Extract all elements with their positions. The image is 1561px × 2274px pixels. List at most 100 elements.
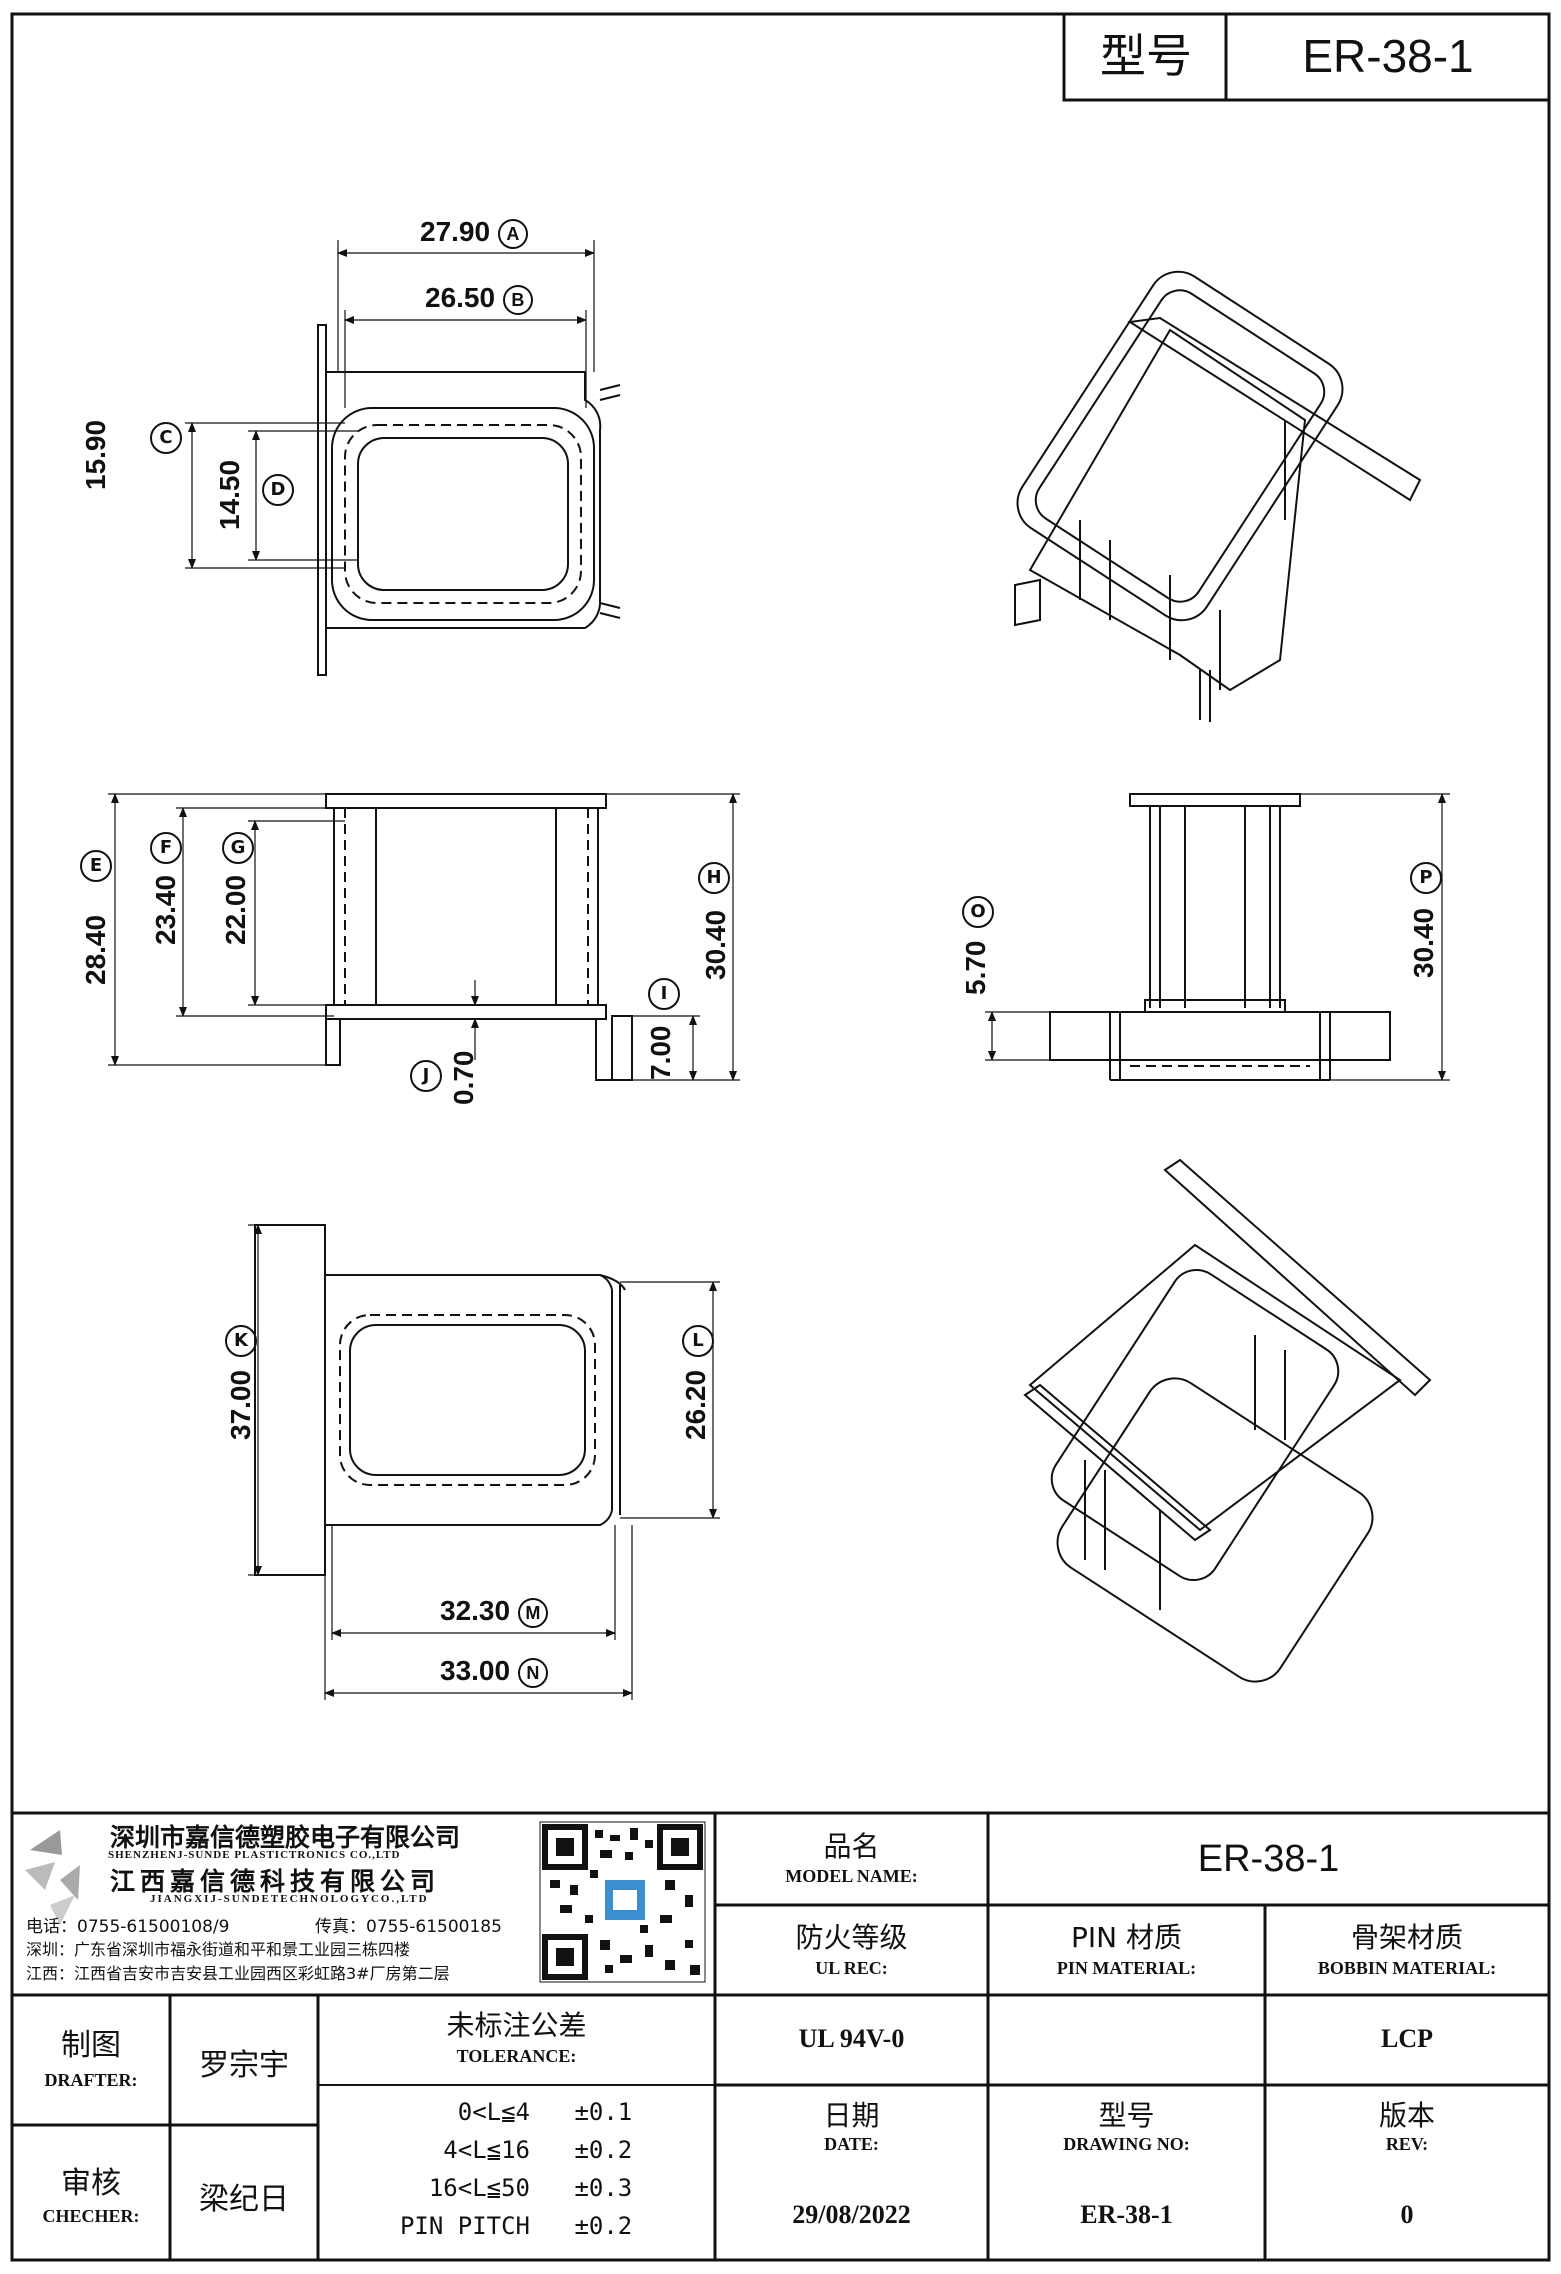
dim-D-value: 14.50 [214,459,245,530]
dim-I-value: 7.00 [645,1025,676,1081]
company-logo [25,1830,80,1925]
dim-B-value: 26.50 [425,282,496,313]
marker-D: D [262,474,294,506]
dim-K: 37.00 [225,1370,257,1440]
dim-L: 26.20 [680,1370,712,1440]
model-name-en: MODEL NAME: [785,1866,918,1886]
ul-rec-value: UL 94V-0 [798,2024,905,2053]
marker-I: I [648,978,680,1010]
dim-J-value: 0.70 [448,1050,479,1106]
tolerance-value-2: ±0.2 [574,2136,633,2164]
marker-M: M [517,1597,548,1628]
marker-L: L [682,1325,714,1357]
company-name-sz-en: SHENZHENJ-SUNDE PLASTICTRONICS CO.,LTD [108,1849,401,1861]
tolerance-value-1: ±0.1 [574,2098,633,2126]
marker-C: C [150,422,182,454]
pin-material-en: PIN MATERIAL: [1056,1958,1197,1978]
dim-C-value: 15.90 [80,419,111,490]
rev-cn: 版本 [1378,2099,1435,2132]
marker-G: G [222,832,254,864]
drafter-value: 罗宗宇 [199,2048,289,2083]
tolerance-row-1: 0<L≦4 ±0.1 [340,2098,700,2126]
tolerance-en: TOLERANCE: [456,2046,577,2066]
tolerance-range-2: 4<L≦16 [443,2136,530,2164]
tolerance-range-4: PIN PITCH [399,2212,530,2240]
dim-E-value: 28.40 [80,914,111,985]
marker-N: N [517,1657,548,1688]
dim-D: 14.50 [214,460,246,530]
qr-code [539,1821,706,1983]
dim-K-value: 37.00 [225,1369,256,1440]
dim-O-value: 5.70 [960,940,991,996]
marker-J: J [410,1060,442,1092]
dim-G: 22.00 [220,875,252,945]
dim-H: 30.40 [700,910,732,980]
title-block-grid [12,1811,1549,2260]
dim-G-value: 22.00 [220,874,251,945]
drawing-no-value: ER-38-1 [1080,2200,1173,2229]
front-view [108,793,740,1081]
company-name-sz: 深圳市嘉信德塑胶电子有限公司 [110,1823,461,1852]
tolerance-row-3: 16<L≦50 ±0.3 [340,2174,700,2202]
dim-P: 30.40 [1408,908,1440,978]
checker-value: 梁纪日 [199,2182,289,2217]
dim-N: 33.00 N [440,1655,548,1688]
dim-L-value: 26.20 [680,1369,711,1440]
top-view [185,240,621,676]
company-phone: 电话：0755-61500108/9 [26,1917,230,1937]
tolerance-value-4: ±0.2 [574,2212,633,2240]
model-name-cn: 品名 [823,1830,880,1863]
marker-O: O [962,896,994,928]
dim-M-value: 32.30 [440,1595,511,1626]
dim-A-value: 27.90 [420,216,491,247]
header-model-label: 型号 [1100,29,1192,83]
date-en: DATE: [824,2134,879,2154]
checker-cn: 审核 [61,2166,121,2201]
header-model-value: ER-38-1 [1302,30,1474,82]
tolerance-value-3: ±0.3 [574,2174,633,2202]
marker-E: E [80,850,112,882]
model-name-value: ER-38-1 [1197,1838,1340,1880]
dim-P-value: 30.40 [1408,907,1439,978]
bobbin-material-value: LCP [1381,2024,1433,2053]
dim-O: 5.70 [960,941,992,996]
model-box [1062,12,1551,102]
tolerance-row-2: 4<L≦16 ±0.2 [340,2136,700,2164]
dim-C: 15.90 [80,420,112,490]
dim-A: 27.90 A [420,216,528,249]
dim-H-value: 30.40 [700,909,731,980]
bottom-view [248,1224,720,1700]
marker-F: F [150,832,182,864]
side-view [985,793,1450,1081]
dim-N-value: 33.00 [440,1655,511,1686]
company-fax: 传真：0755-61500185 [315,1917,502,1937]
marker-H: H [698,862,730,894]
bobbin-material-en: BOBBIN MATERIAL: [1317,1958,1497,1978]
pin-material-cn: PIN 材质 [1071,1921,1182,1954]
drafter-cn: 制图 [61,2028,121,2063]
dim-E: 28.40 [80,915,112,985]
marker-B: B [502,284,533,315]
company-name-jx-en: JIANGXIJ-SUNDETECHNOLOGYCO.,LTD [150,1893,429,1905]
marker-A: A [497,218,528,249]
tolerance-cn: 未标注公差 [446,2009,587,2042]
marker-P: P [1410,862,1442,894]
drawing-no-cn: 型号 [1098,2099,1155,2132]
bobbin-material-cn: 骨架材质 [1350,1921,1463,1954]
marker-K: K [225,1325,257,1357]
dim-F-value: 23.40 [150,874,181,945]
drawing-no-en: DRAWING NO: [1063,2134,1190,2154]
dim-B: 26.50 B [425,282,533,315]
sheet-border [10,12,1551,2262]
company-name-jx: 江西嘉信德科技有限公司 [110,1867,441,1896]
tolerance-range-3: 16<L≦50 [428,2174,530,2202]
iso-view-bottom [1023,1158,1432,1683]
dim-J: 0.70 [448,1051,480,1106]
drafter-en: DRAFTER: [44,2070,138,2090]
dim-I: 7.00 [645,1026,677,1081]
date-value: 29/08/2022 [792,2200,911,2229]
ul-rec-cn: 防火等级 [795,1921,908,1954]
rev-value: 0 [1400,2200,1414,2229]
company-address-sz: 深圳：广东省深圳市福永街道和平和景工业园三栋四楼 [26,1940,411,1959]
